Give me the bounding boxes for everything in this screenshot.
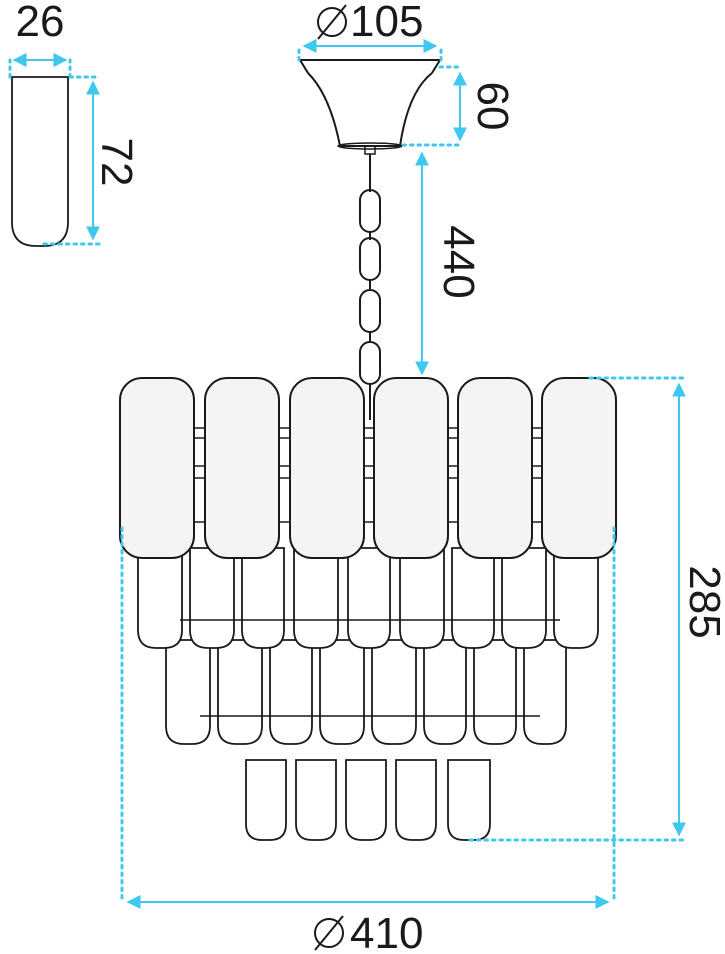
body-height-label: 285 [680,565,725,638]
crystal-tier-2 [137,547,599,649]
crystal-detail [11,76,69,247]
canopy-height-dimension: 60 [401,65,517,147]
canopy-diameter-dimension: 105 [297,0,443,62]
crystal-tier-3 [165,639,567,745]
crystal-tier-4 [245,759,491,841]
chain-length-label: 440 [434,225,483,298]
body-diameter-label: 410 [350,909,423,954]
diameter-icon [317,4,347,40]
chain-length-dimension: 440 [415,151,483,376]
body-diameter-dimension: 410 [120,526,616,954]
canopy-diameter-label: 105 [350,0,423,46]
crystal-width-label: 26 [16,0,65,46]
canopy [298,59,442,155]
chain [359,154,381,420]
chandelier-body [119,377,617,841]
crystal-height-dimension: 72 [42,75,141,246]
diameter-icon [314,915,344,951]
body-height-dimension: 285 [468,376,725,842]
crystal-height-label: 72 [92,138,141,187]
crystal-tier-1 [119,377,617,559]
crystal-width-dimension: 26 [8,0,72,79]
canopy-height-label: 60 [468,82,517,131]
